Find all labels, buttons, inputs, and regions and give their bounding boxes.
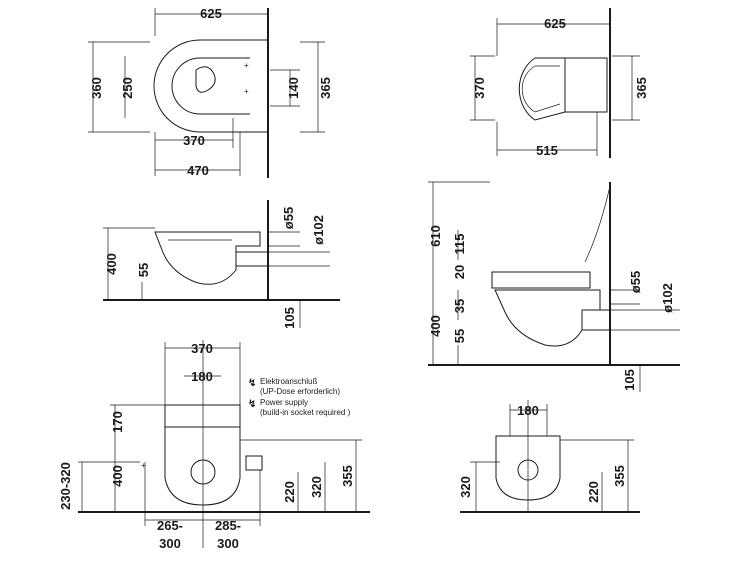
seat-side: [491, 271, 591, 289]
plan-view-left: + + 625 360 250 140 365 370 470: [88, 6, 333, 178]
dim-370-right: 370: [472, 77, 487, 99]
note-elektro-1: Elektroanschluß: [260, 377, 317, 386]
svg-text:+: +: [244, 61, 249, 70]
svg-text:+: +: [141, 461, 146, 470]
dim-355-front-right: 355: [612, 465, 627, 487]
dim-400: 400: [104, 253, 119, 275]
dim-265-bottom: 300: [159, 536, 181, 551]
dim-170: 170: [110, 411, 125, 433]
dim-355-front: 355: [340, 465, 355, 487]
dim-370: 370: [183, 133, 205, 148]
note-power-1: Power supply: [260, 398, 308, 407]
dim-320-front-right: 320: [458, 476, 473, 498]
dim-20: 20: [452, 265, 467, 279]
dim-o55-right: ø55: [628, 271, 643, 293]
dim-230-320: 230-320: [58, 462, 73, 510]
dim-285-bottom: 300: [217, 536, 239, 551]
side-view-left: ø55 ø102 400 55 105: [103, 200, 340, 329]
bowl-side: [154, 231, 261, 285]
dim-105: 105: [282, 307, 297, 329]
bowl-outline: [153, 39, 268, 133]
bowl-front: [164, 427, 241, 506]
dim-625-right: 625: [544, 16, 566, 31]
front-view-right: 180 320 220 355: [458, 400, 640, 513]
dim-115: 115: [452, 234, 467, 255]
svg-text:↯: ↯: [248, 399, 256, 410]
svg-text:+: +: [244, 87, 249, 96]
front-view-left: + 370 180 ↯ Elektroanschluß (UP-Dose erf…: [58, 340, 370, 551]
dim-105-right: 105: [622, 369, 637, 391]
dim-o102-right: ø102: [660, 283, 675, 313]
dim-55-right: 55: [452, 329, 467, 343]
dim-625: 625: [200, 6, 222, 21]
dim-610: 610: [428, 225, 443, 247]
dim-55: 55: [136, 263, 151, 277]
dim-o55: ø55: [281, 207, 296, 229]
dim-285-top: 285-: [215, 518, 241, 533]
dim-470: 470: [187, 163, 209, 178]
dim-365: 365: [318, 77, 333, 99]
dim-360: 360: [89, 77, 104, 99]
dim-320-front: 320: [309, 476, 324, 498]
note-power-2: (build-in socket required ): [260, 408, 351, 417]
dim-140: 140: [286, 77, 301, 99]
side-view-right: 610 115 20 35 400 55 ø55 ø102 105: [428, 181, 680, 392]
dim-365-right: 365: [634, 77, 649, 99]
svg-text:↯: ↯: [248, 378, 256, 389]
dim-o102: ø102: [311, 215, 326, 245]
dim-35: 35: [452, 299, 467, 313]
outlet-pipe: [236, 251, 268, 267]
seat-lid: [584, 185, 611, 263]
dim-400-right: 400: [428, 315, 443, 337]
dim-220-front: 220: [282, 481, 297, 503]
plan-view-right: 625 370 365 515: [470, 8, 649, 158]
dim-265-top: 265-: [157, 518, 183, 533]
bowl-inner-outline: [171, 57, 250, 115]
dim-250: 250: [120, 77, 135, 99]
dim-370-front: 370: [191, 341, 213, 356]
seat-unit: [564, 57, 608, 113]
socket-box: [245, 455, 263, 471]
note-elektro-2: (UP-Dose erforderlich): [260, 387, 340, 396]
seat-front: [164, 404, 241, 428]
drain-outline: [195, 66, 216, 93]
dim-180-front: 180: [191, 369, 213, 384]
dim-515: 515: [536, 143, 558, 158]
outlet-pipe-right: [582, 309, 610, 331]
dim-400-front: 400: [110, 465, 125, 487]
dim-180-front-right: 180: [517, 403, 539, 418]
bowl-side-right: [494, 289, 601, 347]
dim-220-front-right: 220: [586, 481, 601, 503]
seat-inner: [521, 65, 561, 113]
seat-outline: [518, 57, 566, 121]
